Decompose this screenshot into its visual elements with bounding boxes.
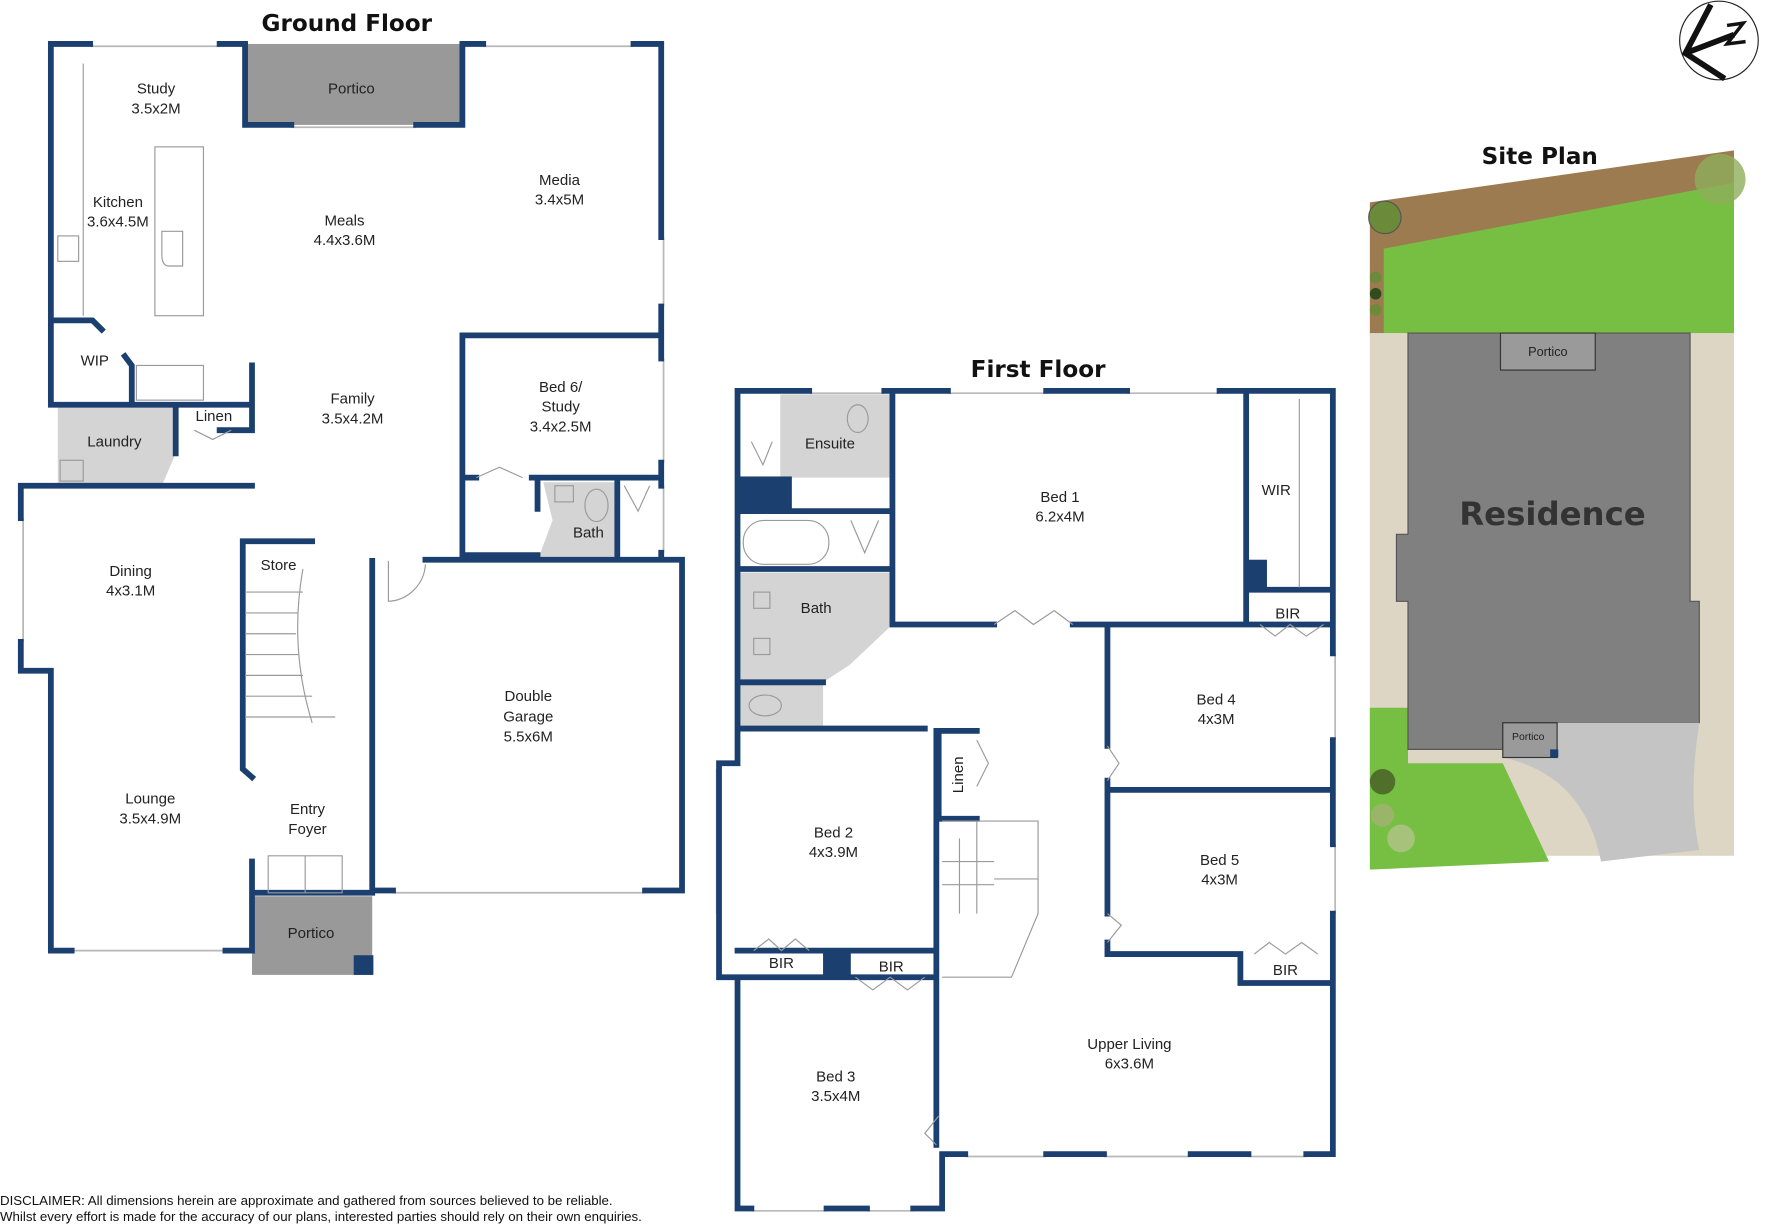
media-label: Media — [539, 172, 581, 189]
bath-label: Bath — [801, 600, 832, 617]
ground-floor-title: Ground Floor — [262, 11, 433, 37]
front-pillar — [1550, 749, 1559, 758]
shrub-icon — [1387, 824, 1415, 853]
rear-portico-label: Portico — [1528, 344, 1568, 359]
meals-size: 4.4x3.6M — [314, 232, 376, 249]
bir-pillar — [823, 950, 851, 977]
dining-size: 4x3.1M — [106, 583, 155, 600]
bath-area — [739, 572, 893, 683]
shrub-icon — [1369, 769, 1396, 795]
disclaimer-line-1: DISCLAIMER: All dimensions herein are ap… — [0, 1193, 613, 1208]
north-arrow-icon — [1679, 0, 1759, 82]
wir-label: WIR — [1262, 482, 1291, 499]
ground-floor-plan: Ground Floor — [17, 11, 685, 975]
bed4-size: 4x3M — [1198, 711, 1235, 728]
dining-label: Dining — [109, 563, 152, 580]
laundry-area — [57, 407, 176, 486]
lounge-size: 3.5x4.9M — [119, 810, 181, 827]
upper-living-label: Upper Living — [1087, 1036, 1171, 1053]
bed3-label: Bed 3 — [816, 1068, 855, 1085]
family-size: 3.5x4.2M — [322, 410, 384, 427]
portico-front-label: Portico — [288, 925, 335, 942]
portico-front-area — [252, 896, 373, 975]
ground-windows — [22, 45, 665, 952]
shrub-icon — [1369, 304, 1382, 316]
lounge-label: Lounge — [125, 791, 175, 808]
meals-label: Meals — [324, 213, 364, 230]
bath-area — [538, 482, 618, 558]
tree-icon — [1368, 200, 1402, 235]
bath-label: Bath — [573, 525, 604, 542]
linen-label: Linen — [195, 408, 232, 425]
ensuite-area — [780, 394, 891, 478]
ground-fixtures — [57, 63, 651, 894]
shrub-icon — [1369, 287, 1382, 300]
first-floor-title: First Floor — [971, 357, 1106, 383]
first-windows — [715, 392, 1337, 1212]
entry-label-2: Foyer — [288, 821, 326, 838]
residence-label: Residence — [1459, 495, 1645, 533]
bed1-label: Bed 1 — [1040, 489, 1079, 506]
kitchen-label: Kitchen — [93, 194, 143, 211]
bed6-size: 3.4x2.5M — [530, 418, 592, 435]
bir-bed2-label: BIR — [769, 955, 794, 972]
residence-footprint — [1395, 332, 1700, 750]
palm-icon — [1694, 153, 1746, 205]
ensuite-label: Ensuite — [805, 436, 855, 453]
bir-bed5-label: BIR — [1273, 962, 1298, 979]
first-fixtures — [742, 398, 1324, 1146]
bed5-label: Bed 5 — [1200, 852, 1239, 869]
bed6-label-2: Study — [541, 399, 580, 416]
rear-portico — [1499, 332, 1596, 371]
portico-top-area — [245, 43, 463, 125]
kitchen-size: 3.6x4.5M — [87, 214, 149, 231]
garage-label: Double — [504, 688, 552, 705]
linen-label: Linen — [950, 756, 967, 793]
portico-top-label: Portico — [328, 81, 375, 98]
bed1-size: 6.2x4M — [1035, 509, 1084, 526]
media-size: 3.4x5M — [535, 192, 584, 209]
garage-size: 5.5x6M — [504, 728, 553, 745]
laundry-label: Laundry — [87, 433, 142, 450]
shrub-icon — [1371, 803, 1395, 827]
ground-walls — [17, 41, 685, 954]
first-floor-plan: First Floor — [715, 357, 1337, 1212]
bir-bed1-label: BIR — [1275, 606, 1300, 623]
bed3-size: 3.5x4M — [811, 1088, 860, 1105]
wir-pillar — [1246, 559, 1267, 590]
front-portico — [1502, 722, 1558, 759]
bed5-size: 4x3M — [1201, 872, 1238, 889]
garage-label-2: Garage — [503, 709, 553, 726]
entry-label: Entry — [290, 801, 326, 818]
family-label: Family — [330, 391, 375, 408]
first-walls — [716, 387, 1336, 1212]
front-portico-label: Portico — [1512, 732, 1545, 743]
study-size: 3.5x2M — [131, 100, 180, 117]
bed2-size: 4x3.9M — [809, 844, 858, 861]
rear-lawn — [1383, 182, 1734, 336]
site-plan-title: Site Plan — [1482, 144, 1598, 170]
shrub-icon — [1369, 271, 1382, 284]
pillar — [353, 955, 374, 975]
site-plan: Site Plan Residence Portico Portico — [1368, 144, 1746, 870]
bed6-label: Bed 6/ — [539, 379, 583, 396]
upper-living-size: 6x3.6M — [1105, 1056, 1154, 1073]
ensuite-fill — [737, 476, 792, 512]
bir-bed3-label: BIR — [879, 958, 904, 975]
bed2-label: Bed 2 — [814, 824, 853, 841]
wip-label: WIP — [81, 352, 109, 369]
bed4-label: Bed 4 — [1196, 691, 1235, 708]
study-label: Study — [137, 81, 176, 98]
disclaimer-line-2: Whilst every effort is made for the accu… — [0, 1209, 642, 1224]
store-label: Store — [261, 557, 297, 574]
front-lawn — [1369, 707, 1550, 870]
